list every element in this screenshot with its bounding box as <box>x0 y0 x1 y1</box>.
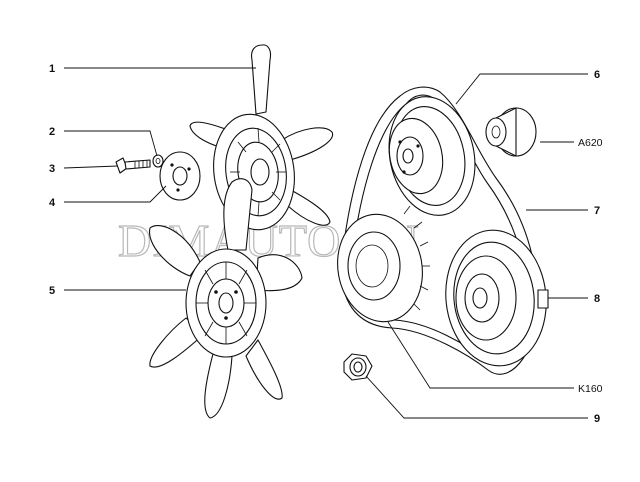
leader-6 <box>455 73 588 105</box>
callout-6: 6 <box>594 69 600 81</box>
callout-3: 3 <box>49 163 55 175</box>
leader-2 <box>64 130 158 157</box>
callout-k160: K160 <box>578 383 603 395</box>
crank-pulley-hub <box>464 273 500 323</box>
upper-fan-blade-lower-right <box>281 184 331 226</box>
callout-1: 1 <box>49 63 55 75</box>
callout-labels: 1 2 3 4 5 6 A620 7 8 K160 9 <box>49 63 603 425</box>
lower-fan-blade-lower-right <box>245 339 283 400</box>
lower-fan-bolt-hole <box>224 316 228 320</box>
upper-fan-hub-inner <box>237 141 279 203</box>
nut-collar <box>349 357 367 377</box>
pump-pulley-hole <box>416 144 420 148</box>
bushing-bore <box>491 125 501 139</box>
bolt-thread <box>134 160 148 168</box>
bushing-front-face <box>485 117 507 147</box>
lower-fan-part-5[interactable] <box>149 178 303 419</box>
callout-4: 4 <box>49 197 56 209</box>
spacer-plate-part-4[interactable] <box>159 151 201 201</box>
lower-fan-blade-bottom <box>204 349 233 419</box>
pump-pulley-hub <box>396 136 424 176</box>
alternator-pulley-hub <box>355 244 389 288</box>
crank-pulley-part-8[interactable] <box>439 225 553 371</box>
alternator-pulley-body <box>337 213 423 323</box>
pump-pulley-bore <box>402 148 414 164</box>
leader-4 <box>64 185 167 203</box>
lower-fan-blade-right <box>255 254 303 292</box>
pulley-nut-part-9[interactable] <box>343 353 373 381</box>
pump-pulley-hole <box>402 170 406 174</box>
washer-part-2[interactable] <box>152 154 164 168</box>
alternator-pulley-face <box>347 231 401 301</box>
pump-pulley-part-6[interactable] <box>378 89 485 224</box>
washer-outer <box>152 154 164 168</box>
leader-k160 <box>387 321 574 389</box>
crank-pulley-bore <box>472 287 488 309</box>
callout-2: 2 <box>49 126 55 138</box>
lower-fan-bolt-hole <box>214 290 218 294</box>
upper-fan-center-bore <box>250 158 270 186</box>
spacer-plate-hole <box>170 163 174 167</box>
callout-8: 8 <box>594 293 600 305</box>
lower-fan-bolt-hole <box>234 290 238 294</box>
bolt-part-3[interactable] <box>115 157 151 174</box>
callout-5: 5 <box>49 285 55 297</box>
leader-lines <box>63 67 588 419</box>
bushing-a620[interactable] <box>485 107 537 157</box>
crank-pulley-nose <box>537 289 549 309</box>
callout-7: 7 <box>594 205 600 217</box>
spacer-plate-hole <box>176 188 180 192</box>
spacer-plate-disc <box>159 151 201 201</box>
callout-a620: A620 <box>578 137 603 149</box>
pump-pulley-hole <box>398 140 402 144</box>
bolt-shank <box>124 159 151 170</box>
leader-9 <box>365 375 588 419</box>
pump-pulley-face <box>388 117 444 195</box>
lower-fan-blade-lower-left <box>149 317 205 368</box>
upper-fan-hub-rim <box>225 127 287 217</box>
crank-pulley-groove <box>453 241 535 355</box>
alternator-pulley[interactable] <box>329 205 430 328</box>
alternator-fan-fins <box>403 205 430 311</box>
upper-fan-part-1[interactable] <box>189 44 334 235</box>
lower-fan-spokes <box>196 262 256 344</box>
lower-fan-blade-top <box>223 178 253 251</box>
lower-fan-center-bore <box>218 292 234 314</box>
nut-thread-bore <box>353 361 363 373</box>
upper-fan-spokes <box>230 127 286 217</box>
spacer-plate-hole <box>187 167 191 171</box>
upper-fan-blade-right <box>281 127 334 161</box>
upper-fan-blade-top <box>251 44 272 115</box>
spacer-plate-bore <box>172 166 188 186</box>
washer-hole <box>155 157 161 164</box>
callout-9: 9 <box>594 413 600 425</box>
leader-3 <box>63 165 119 169</box>
